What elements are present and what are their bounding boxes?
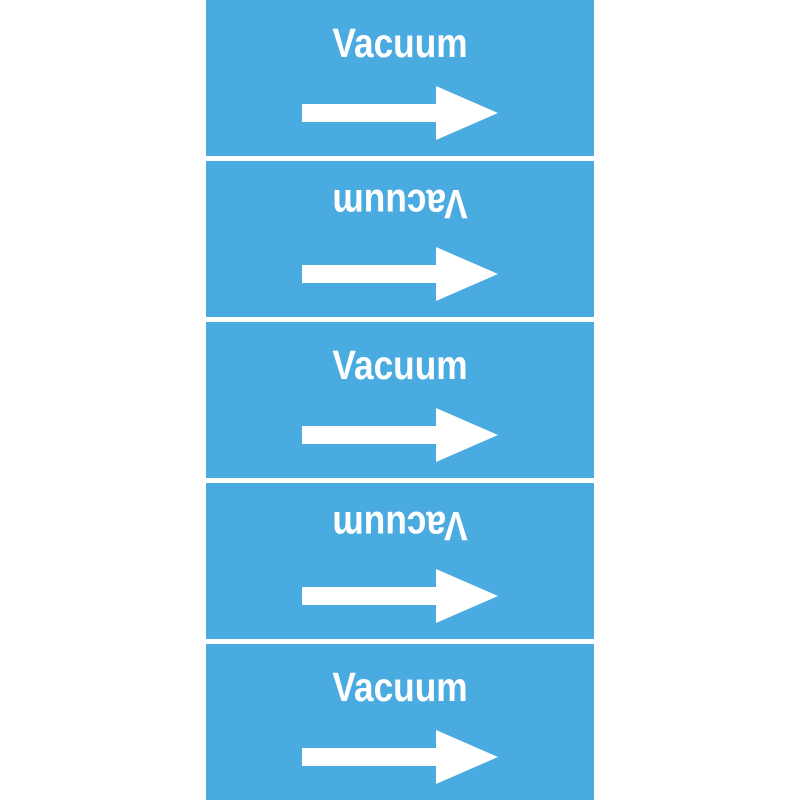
medium-name: Vacuum (332, 664, 468, 710)
arrow-right-icon (302, 86, 498, 140)
medium-name: Vacuum (332, 20, 468, 66)
arrow-right-icon (302, 247, 498, 301)
arrow-right-icon (302, 408, 498, 462)
medium-name: Vacuum (332, 181, 468, 227)
arrow-right-icon (302, 569, 498, 623)
pipe-marker-sheet: Vacuum Vacuum Vacuum Vacuum Vacuum (206, 0, 594, 800)
pipe-marker-label-3: Vacuum (206, 322, 594, 478)
arrow-right-icon (302, 730, 498, 784)
medium-name: Vacuum (332, 342, 468, 388)
medium-name: Vacuum (332, 503, 468, 549)
pipe-marker-label-1: Vacuum (206, 0, 594, 156)
pipe-marker-label-5: Vacuum (206, 644, 594, 800)
pipe-marker-label-4: Vacuum (206, 483, 594, 639)
pipe-marker-label-2: Vacuum (206, 161, 594, 317)
